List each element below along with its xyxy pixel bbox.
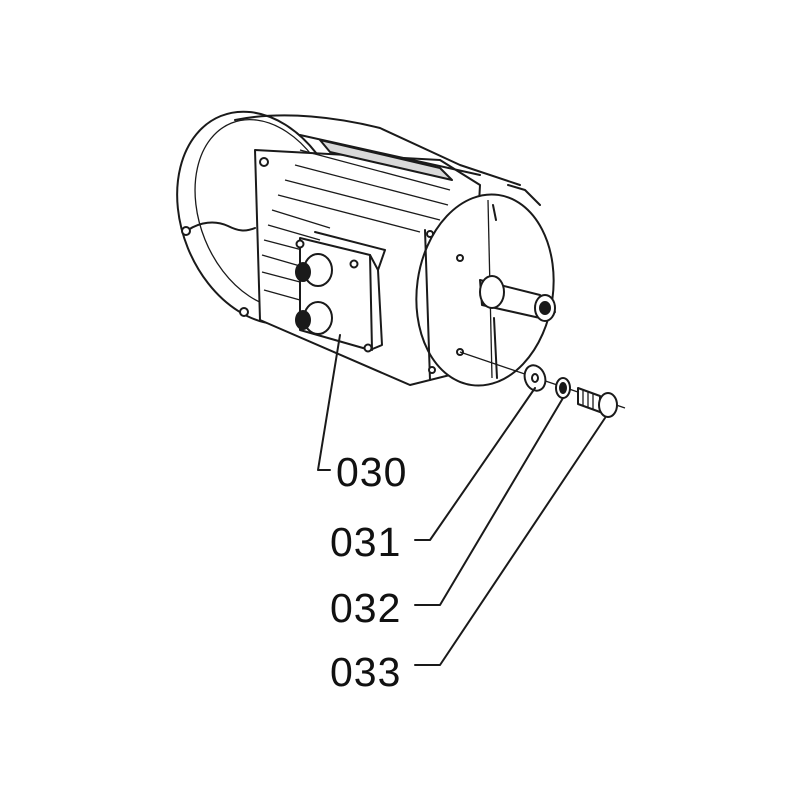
screw-drawing — [577, 387, 618, 418]
part-label-031: 031 — [330, 519, 402, 565]
part-label-033: 033 — [330, 649, 402, 695]
washer-drawing — [523, 364, 547, 392]
part-label-032: 032 — [330, 585, 402, 631]
lock-washer-drawing — [555, 377, 571, 399]
part-label-030: 030 — [336, 449, 408, 495]
leader-lines — [317, 334, 606, 666]
motor-drawing — [176, 110, 626, 409]
